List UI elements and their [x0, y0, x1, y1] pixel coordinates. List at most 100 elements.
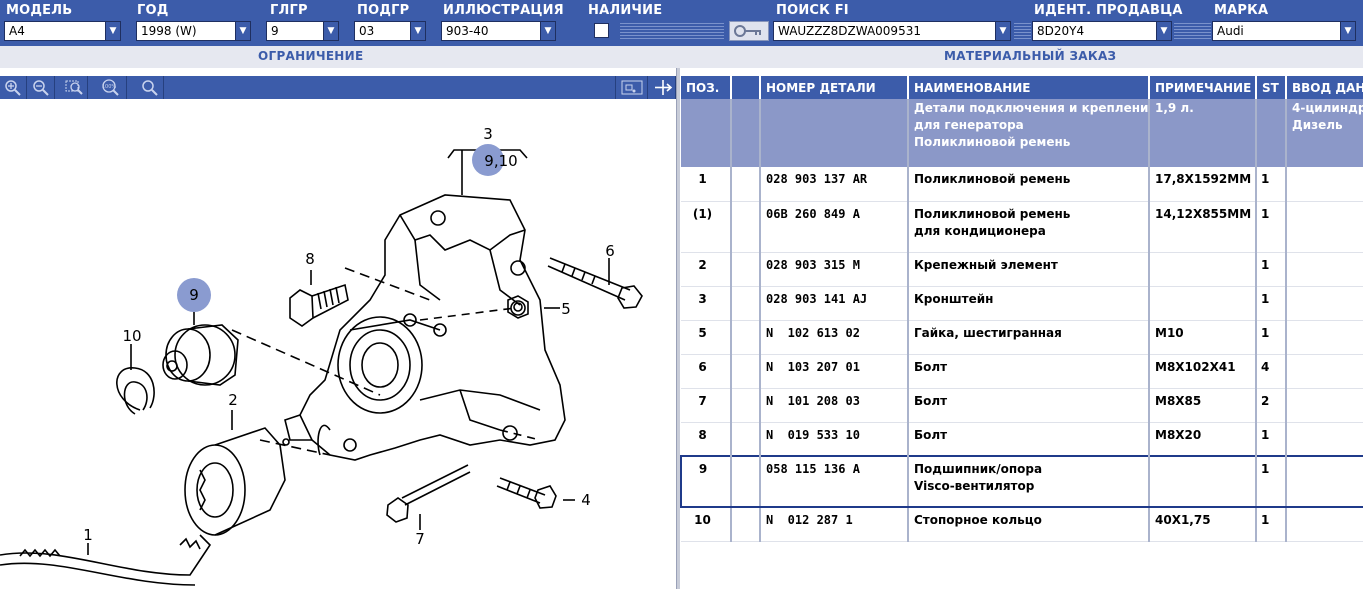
col-remark[interactable]: ПРИМЕЧАНИЕ: [1149, 76, 1257, 99]
sub-group-label: ПОДГР: [357, 3, 410, 18]
year-label: ГОД: [137, 3, 169, 18]
chevron-down-icon[interactable]: ▼: [323, 22, 338, 40]
dealer-id-label: ИДЕНТ. ПРОДАВЦА: [1034, 3, 1183, 18]
model-label: МОДЕЛЬ: [6, 3, 73, 18]
search-button[interactable]: [137, 76, 164, 99]
callout-4[interactable]: 4: [581, 491, 591, 509]
dealer-id-value: 8D20Y4: [1037, 24, 1085, 38]
col-st[interactable]: ST: [1256, 76, 1287, 99]
panel-splitter[interactable]: [676, 68, 680, 589]
table-row[interactable]: 2 028 903 315 M Крепежный элемент 1: [681, 252, 1363, 287]
illustration-toolbar: 100%: [0, 76, 676, 99]
model-select[interactable]: A4 ▼: [4, 21, 121, 41]
key-icon: [734, 25, 761, 37]
chevron-down-icon[interactable]: ▼: [540, 22, 555, 40]
fi-search-value: WAUZZZ8DZWA009531: [778, 24, 921, 38]
illustration-select-value: 903-40: [446, 24, 489, 38]
col-name[interactable]: НАИМЕНОВАНИЕ: [908, 76, 1150, 99]
diagram-linework: [0, 149, 643, 586]
zoom-100-icon: 100%: [102, 79, 119, 96]
chevron-down-icon[interactable]: ▼: [995, 22, 1010, 40]
callout-6[interactable]: 6: [605, 242, 615, 260]
table-row[interactable]: 7 N 101 208 03 Болт M8X85 2: [681, 388, 1363, 423]
table-row[interactable]: 5 N 102 613 02 Гайка, шестигранная M10 1: [681, 320, 1363, 355]
callout-10[interactable]: 10: [122, 327, 141, 345]
callout-8[interactable]: 8: [305, 250, 315, 268]
chevron-down-icon[interactable]: ▼: [410, 22, 425, 40]
brand-label: МАРКА: [1214, 3, 1269, 18]
sub-group-select[interactable]: 03 ▼: [354, 21, 426, 41]
main-group-select[interactable]: 9 ▼: [266, 21, 339, 41]
year-select-value: 1998 (W): [141, 24, 197, 38]
dealer-id-select[interactable]: 8D20Y4 ▼: [1032, 21, 1172, 41]
fit-view-icon: [621, 80, 643, 95]
table-row[interactable]: 3 028 903 141 AJ Кронштейн 1: [681, 286, 1363, 321]
callout-9-10[interactable]: 9,10: [484, 152, 517, 170]
table-row[interactable]: 1 028 903 137 AR Поликлиновой ремень 17,…: [681, 167, 1363, 202]
callout-5[interactable]: 5: [561, 300, 571, 318]
table-row[interactable]: 8 N 019 533 10 Болт M8X20 1: [681, 422, 1363, 457]
col-blank[interactable]: [731, 76, 761, 99]
illustration-label: ИЛЛЮСТРАЦИЯ: [443, 3, 564, 18]
table-header-row: ПОЗ. НОМЕР ДЕТАЛИ НАИМЕНОВАНИЕ ПРИМЕЧАНИ…: [681, 76, 1363, 99]
callout-9[interactable]: 9: [189, 286, 199, 304]
fi-search-select[interactable]: WAUZZZ8DZWA009531 ▼: [773, 21, 1011, 41]
search-icon: [142, 80, 158, 96]
highlight-callout-9-10[interactable]: [472, 144, 504, 176]
parts-table-panel: ПОЗ. НОМЕР ДЕТАЛИ НАИМЕНОВАНИЕ ПРИМЕЧАНИ…: [680, 76, 1363, 589]
zoom-100-text: 100%: [102, 84, 117, 90]
chevron-down-icon[interactable]: ▼: [1156, 22, 1171, 40]
chevron-down-icon[interactable]: ▼: [1340, 22, 1355, 40]
chevron-down-icon[interactable]: ▼: [235, 22, 250, 40]
move-button[interactable]: [649, 76, 676, 99]
year-select[interactable]: 1998 (W) ▼: [136, 21, 251, 41]
parts-illustration[interactable]: 3 9,10 8 6 9 5 10 2 4 7 1: [0, 99, 676, 589]
availability-label: НАЛИЧИЕ: [588, 3, 663, 18]
zoom-out-button[interactable]: [28, 76, 55, 99]
filter-spacer: [1174, 21, 1211, 41]
main-group-select-value: 9: [271, 24, 279, 38]
availability-checkbox[interactable]: [594, 23, 609, 38]
sub-group-select-value: 03: [359, 24, 375, 38]
zoom-area-icon: [65, 80, 83, 95]
main-group-label: ГЛГР: [270, 3, 308, 18]
fi-search-label: ПОИСК FI: [776, 3, 849, 18]
info-remark: 1,9 л.: [1149, 99, 1257, 167]
fit-view-button[interactable]: [615, 76, 648, 99]
zoom-out-icon: [33, 80, 49, 96]
chevron-down-icon[interactable]: ▼: [105, 22, 120, 40]
material-order-heading: МАТЕРИАЛЬНЫЙ ЗАКАЗ: [944, 49, 1117, 63]
col-data-input[interactable]: ВВОД ДАННЫХ: [1286, 76, 1363, 99]
callout-2[interactable]: 2: [228, 391, 238, 409]
section-header-row: ОГРАНИЧЕНИЕ МАТЕРИАЛЬНЫЙ ЗАКАЗ: [0, 46, 1363, 68]
zoom-area-button[interactable]: [61, 76, 88, 99]
col-pos[interactable]: ПОЗ.: [681, 76, 732, 99]
col-part-number[interactable]: НОМЕР ДЕТАЛИ: [760, 76, 909, 99]
filter-bar: МОДЕЛЬ ГОД ГЛГР ПОДГР ИЛЛЮСТРАЦИЯ НАЛИЧИ…: [0, 0, 1363, 46]
info-input: 4-цилиндр. Дизель: [1286, 99, 1363, 167]
filter-spacer: [620, 21, 724, 41]
exploded-diagram: 3 9,10 8 6 9 5 10 2 4 7 1: [0, 125, 643, 586]
model-select-value: A4: [9, 24, 25, 38]
move-icon: [655, 80, 673, 95]
key-button[interactable]: [729, 21, 769, 41]
illustration-select[interactable]: 903-40 ▼: [441, 21, 556, 41]
info-name: Детали подключения и крепления для генер…: [908, 99, 1150, 167]
zoom-in-icon: [5, 80, 21, 96]
callout-7[interactable]: 7: [415, 530, 425, 548]
brand-select[interactable]: Audi ▼: [1212, 21, 1356, 41]
parts-table: ПОЗ. НОМЕР ДЕТАЛИ НАИМЕНОВАНИЕ ПРИМЕЧАНИ…: [680, 76, 1363, 542]
brand-value: Audi: [1217, 24, 1244, 38]
highlight-callout-9[interactable]: [177, 278, 211, 312]
callout-3[interactable]: 3: [483, 125, 493, 143]
table-info-row: Детали подключения и крепления для генер…: [681, 99, 1363, 167]
callout-1[interactable]: 1: [83, 526, 93, 544]
zoom-in-button[interactable]: [0, 76, 27, 99]
restriction-heading: ОГРАНИЧЕНИЕ: [258, 49, 364, 63]
filter-spacer: [1014, 21, 1031, 41]
zoom-100-button[interactable]: 100%: [94, 76, 127, 99]
table-row[interactable]: 10 N 012 287 1 Стопорное кольцо 40X1,75 …: [681, 507, 1363, 542]
table-row[interactable]: 6 N 103 207 01 Болт M8X102X41 4: [681, 354, 1363, 389]
